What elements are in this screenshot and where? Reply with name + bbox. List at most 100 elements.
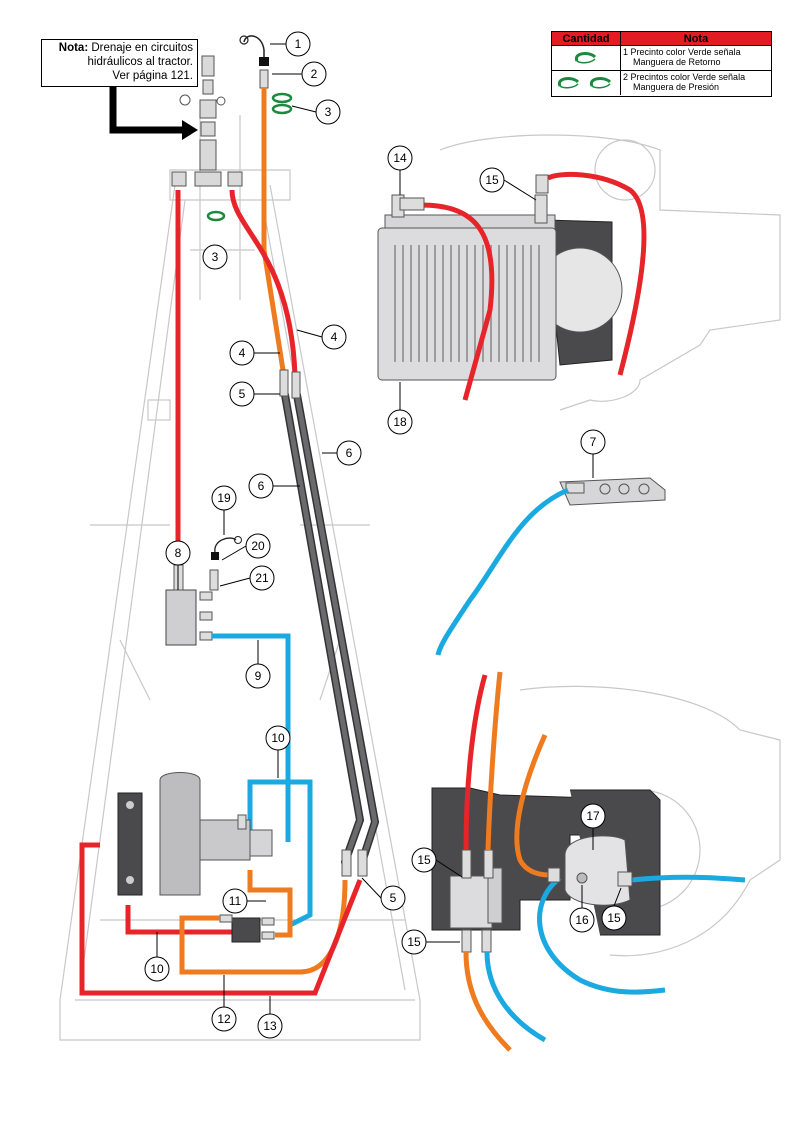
- callout-label: 15: [417, 853, 431, 867]
- callout-label: 7: [590, 435, 597, 449]
- valve-block-8: [165, 536, 242, 646]
- blue-hose-left: [212, 633, 291, 842]
- callout-18: [387, 409, 413, 435]
- callout-label: 4: [239, 346, 246, 360]
- callout-9: [245, 663, 271, 689]
- pump-17: [564, 835, 631, 906]
- callout-label: 6: [258, 479, 265, 493]
- red-hose-13: [79, 842, 363, 996]
- callout-15b: [411, 847, 437, 873]
- hose-fitting-2: [259, 69, 269, 89]
- callout-8: [165, 540, 191, 566]
- callout-13: [257, 1013, 283, 1039]
- callout-15c: [401, 929, 427, 955]
- valve-block-11: [219, 914, 275, 943]
- manifold-7: [559, 477, 666, 506]
- orange-hose-top: [261, 88, 286, 371]
- note-line-1: Drenaje en circuitos: [91, 42, 193, 54]
- callout-label: 10: [150, 962, 164, 976]
- callout-5a: [229, 381, 255, 407]
- callout-1: [285, 31, 311, 57]
- single-tie-icon: [552, 46, 621, 70]
- legend-row1-line2: Manguera de Retorno: [633, 57, 721, 67]
- callout-17: [580, 803, 606, 829]
- callout-4a: [321, 324, 347, 350]
- callout-15d: [601, 905, 627, 931]
- legend-header-qty: Cantidad: [552, 32, 621, 45]
- callout-label: 16: [575, 913, 589, 927]
- callout-2: [301, 61, 327, 87]
- legend-row1-line1: 1 Precinto color Verde señala: [623, 47, 741, 57]
- callout-15a: [479, 167, 505, 193]
- callout-label: 12: [217, 1012, 231, 1026]
- callout-11: [222, 888, 248, 914]
- callout-label: 5: [390, 891, 397, 905]
- drain-note-box: Nota: Drenaje en circuitos hidráulicos a…: [41, 39, 198, 87]
- callout-19: [211, 485, 237, 511]
- callout-label: 4: [331, 330, 338, 344]
- legend-row-return: 1 Precinto color Verde señala Manguera d…: [552, 46, 771, 71]
- legend-header-note: Nota: [683, 32, 709, 45]
- legend-header: Cantidad Nota: [552, 32, 771, 46]
- note-arrow: [109, 87, 186, 134]
- callout-6a: [336, 440, 362, 466]
- callout-label: 15: [607, 911, 621, 925]
- valve-block-15: [449, 849, 503, 953]
- orange-hose-mount-c: [463, 951, 512, 1052]
- callout-16: [569, 907, 595, 933]
- callout-label: 6: [346, 446, 353, 460]
- blue-hose-mount-b: [537, 875, 666, 995]
- gray-hoses: [281, 391, 380, 866]
- callout-label: 17: [586, 809, 600, 823]
- legend-row-pressure: 2 Precintos color Verde señala Manguera …: [552, 71, 771, 95]
- callout-label: 1: [295, 37, 302, 51]
- callout-6b: [248, 473, 274, 499]
- callout-label: 14: [393, 151, 407, 165]
- legend-row2-line2: Manguera de Presión: [633, 82, 720, 92]
- red-hose-cooler-b: [546, 171, 647, 376]
- legend-table: Cantidad Nota 1 Precinto color Verde señ…: [551, 31, 772, 97]
- top-valve-stack: [171, 55, 243, 187]
- callout-label: 2: [311, 67, 318, 81]
- double-tie-icon: [552, 71, 621, 95]
- callout-12: [211, 1006, 237, 1032]
- callout-10a: [265, 725, 291, 751]
- callout-7: [580, 429, 606, 455]
- callout-label: 11: [229, 894, 242, 908]
- pump-assembly: [117, 772, 273, 896]
- callout-label: 21: [255, 571, 269, 585]
- callout-label: 8: [175, 546, 182, 560]
- note-line-3: Ver página 121.: [112, 70, 193, 82]
- callout-label: 15: [407, 935, 421, 949]
- callout-label: 3: [212, 250, 219, 264]
- callout-5b: [380, 885, 406, 911]
- callout-4b: [229, 340, 255, 366]
- callout-14: [387, 145, 413, 171]
- green-tie-icon: [206, 92, 293, 222]
- orange-hose-12: [179, 879, 348, 975]
- callouts: [144, 31, 627, 1039]
- callout-21: [249, 565, 275, 591]
- orange-hose-mount-a: [485, 671, 503, 851]
- red-hose-10: [125, 905, 232, 935]
- blue-hose-mount-a: [484, 951, 547, 1043]
- callout-3b: [202, 244, 228, 270]
- callout-20: [245, 533, 271, 559]
- red-hose-cooler-a: [419, 202, 495, 401]
- callout-label: 9: [255, 669, 262, 683]
- blue-hose-7: [435, 487, 569, 656]
- fan-shroud: [537, 219, 623, 366]
- blue-hose-mount-c: [631, 874, 746, 883]
- note-label: Nota:: [58, 42, 89, 54]
- red-hose-mount: [463, 674, 488, 851]
- callout-label: 3: [325, 105, 332, 119]
- callout-label: 18: [393, 415, 407, 429]
- callout-label: 13: [263, 1019, 277, 1033]
- red-hose-top: [229, 189, 298, 376]
- callout-label: 20: [251, 539, 265, 553]
- callout-10b: [144, 956, 170, 982]
- legend-row2-line1: 2 Precintos color Verde señala: [623, 72, 746, 82]
- callout-labels: 1 2 3 3 4 4 5 5 6 6 7 8 9 10 10 11 12 13…: [150, 37, 621, 1033]
- callout-label: 15: [485, 173, 499, 187]
